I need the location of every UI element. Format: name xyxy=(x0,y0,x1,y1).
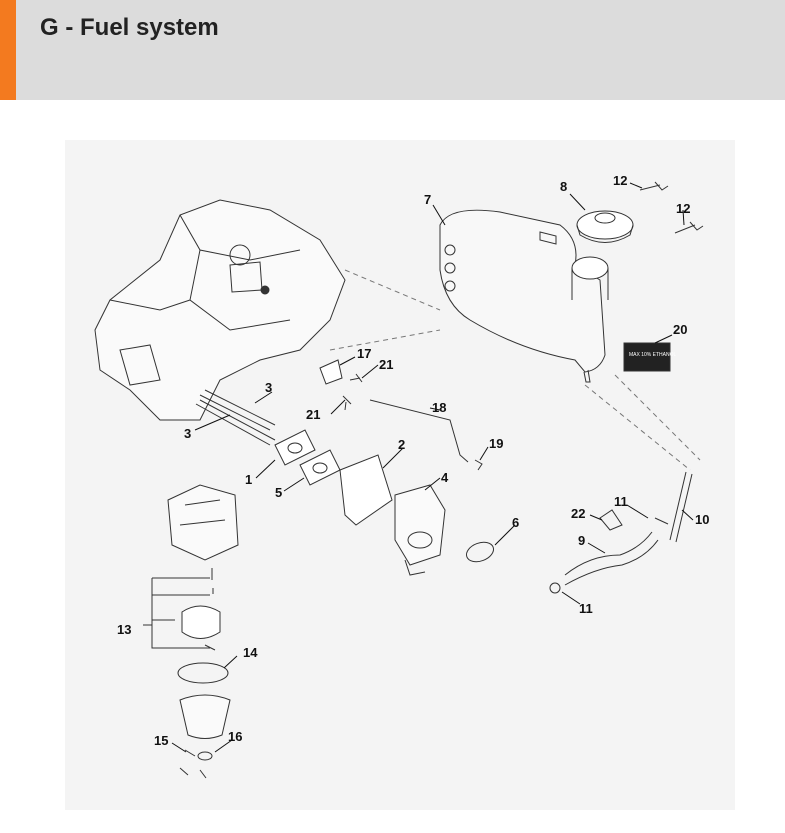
page-title: G - Fuel system xyxy=(40,14,219,41)
spacer-5-hole xyxy=(312,462,328,474)
fuel-tank-illustration xyxy=(439,209,609,383)
gasket-2-illustration xyxy=(339,454,393,526)
callout-11-top: 11 xyxy=(614,494,628,509)
callout-20: 20 xyxy=(673,322,687,337)
callout-13: 13 xyxy=(117,622,131,637)
callout-3-top: 3 xyxy=(265,380,272,395)
washer-16-illustration xyxy=(197,751,213,761)
callout-18: 18 xyxy=(432,400,446,415)
callout-14: 14 xyxy=(243,645,258,660)
callout-leaders xyxy=(171,182,694,753)
needle-13-illustration xyxy=(204,644,216,651)
callout-12-top: 12 xyxy=(613,173,627,188)
header-bar: G - Fuel system xyxy=(0,0,785,100)
clip-19-illustration xyxy=(474,459,483,471)
screw-21a-illustration xyxy=(349,373,363,383)
callout-17: 17 xyxy=(357,346,371,361)
clamp-11b-illustration xyxy=(549,582,561,594)
clamp-11a-illustration xyxy=(654,517,669,525)
screw-12a-illustration xyxy=(639,181,669,191)
callout-5: 5 xyxy=(275,485,282,500)
callout-8: 8 xyxy=(560,179,567,194)
spacer-5-illustration xyxy=(299,449,341,486)
callout-10: 10 xyxy=(695,512,709,527)
gasket-1-illustration xyxy=(274,429,316,466)
filter-10-illustration xyxy=(669,471,693,543)
fuel-cap-illustration xyxy=(576,210,634,243)
stud-3-illustration xyxy=(195,389,276,446)
callout-11-bottom: 11 xyxy=(579,601,593,616)
carb-inset-illustration xyxy=(167,484,239,561)
label-decal-20 xyxy=(623,342,671,372)
callout-19: 19 xyxy=(489,436,503,451)
oring-6-illustration xyxy=(465,541,495,563)
callout-1: 1 xyxy=(245,472,252,487)
gasket-1-hole xyxy=(287,442,303,454)
screw-12b-illustration xyxy=(674,221,704,234)
callout-4: 4 xyxy=(441,470,449,485)
pin-13-illustration xyxy=(211,568,214,594)
callout-2: 2 xyxy=(398,437,405,452)
callout-15: 15 xyxy=(154,733,168,748)
rod-18-illustration xyxy=(369,399,469,463)
screw-21b-illustration xyxy=(342,395,352,411)
callout-21-top: 21 xyxy=(379,357,393,372)
callout-9: 9 xyxy=(578,533,585,548)
callout-16: 16 xyxy=(228,729,242,744)
dashed-guide-lines xyxy=(329,269,701,471)
float-bowl-illustration xyxy=(179,694,231,739)
bracket-13-lines xyxy=(143,577,210,649)
clamp-22-illustration xyxy=(599,509,623,531)
hose-9-illustration xyxy=(564,531,659,586)
callout-6: 6 xyxy=(512,515,519,530)
float-13-illustration xyxy=(181,605,221,639)
bracket-17-illustration xyxy=(319,359,343,385)
callout-labels: 1 2 3 3 4 5 6 7 8 9 10 11 11 12 12 13 14… xyxy=(117,173,709,748)
engine-block-illustration xyxy=(94,199,346,421)
screw-15-illustration xyxy=(184,749,196,757)
callout-3-left: 3 xyxy=(184,426,191,441)
callout-21-left: 21 xyxy=(306,407,320,422)
bowl-gasket-14-illustration xyxy=(177,662,229,684)
drain-bolts-illustration xyxy=(179,767,207,779)
callout-12-right: 12 xyxy=(676,201,690,216)
carburetor-illustration xyxy=(394,484,446,576)
callout-7: 7 xyxy=(424,192,431,207)
accent-stripe xyxy=(0,0,16,100)
decal-text: MAX 10% ETHANOL xyxy=(629,352,676,358)
callout-22: 22 xyxy=(571,506,585,521)
